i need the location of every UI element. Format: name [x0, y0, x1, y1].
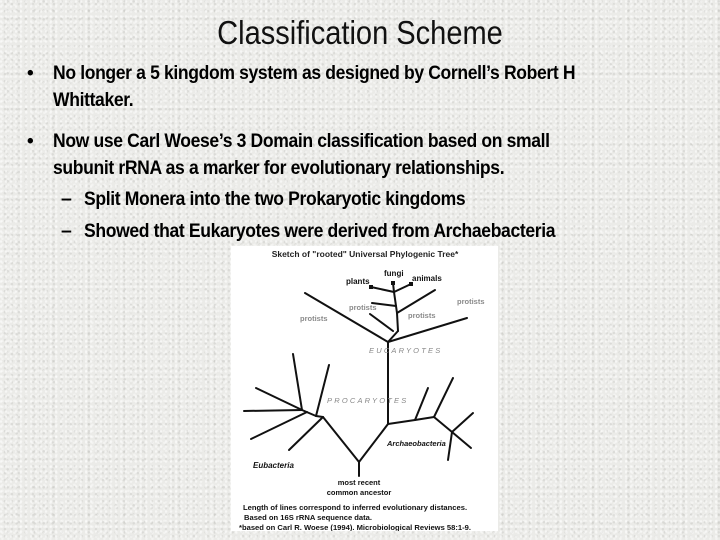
dash-glyph: –	[61, 220, 72, 242]
figure-title: Sketch of "rooted" Universal Phylogenic …	[272, 249, 459, 259]
label-protists-4: protists	[457, 297, 485, 306]
label-plants: plants	[346, 277, 370, 286]
label-protists-1: protists	[300, 314, 328, 323]
label-root-line-1: most recent	[338, 478, 381, 487]
dash-glyph: –	[61, 188, 72, 210]
bullet-1-line-2: Whittaker.	[53, 89, 134, 111]
bullet-dot: •	[27, 63, 34, 84]
bullet-2-line-1: Now use Carl Woese’s 3 Domain classifica…	[53, 130, 550, 152]
label-eucaryotes: EUCARYOTES	[369, 346, 442, 355]
label-protists-2: protists	[349, 303, 377, 312]
slide-title: Classification Scheme	[217, 14, 503, 51]
phylogenetic-tree-figure: Sketch of "rooted" Universal Phylogenic …	[231, 246, 498, 531]
tree-branches	[243, 282, 474, 477]
label-archaebacteria: Archaeobacteria	[386, 439, 446, 448]
sub-bullet-2: Showed that Eukaryotes were derived from…	[84, 220, 556, 242]
tree-diagram: Sketch of "rooted" Universal Phylogenic …	[239, 249, 485, 531]
label-protists-3: protists	[408, 311, 436, 320]
caption-line-1: Length of lines correspond to inferred e…	[243, 503, 467, 512]
bullet-2-line-2: subunit rRNA as a marker for evolutionar…	[53, 157, 505, 179]
label-eubacteria: Eubacteria	[253, 461, 294, 470]
bullet-1-line-1: No longer a 5 kingdom system as designed…	[53, 62, 576, 84]
caption-line-3: *based on Carl R. Woese (1994). Microbio…	[239, 523, 471, 531]
label-fungi: fungi	[384, 269, 404, 278]
caption-line-2: Based on 16S rRNA sequence data.	[244, 513, 372, 522]
terminal-nodes	[369, 281, 413, 289]
label-animals: animals	[412, 274, 442, 283]
sub-bullet-1: Split Monera into the two Prokaryotic ki…	[84, 188, 466, 210]
bullet-dot: •	[27, 131, 34, 152]
label-root-line-2: common ancestor	[327, 488, 392, 497]
sub-bullet-2-dash: –	[61, 218, 72, 245]
label-procaryotes: PROCARYOTES	[327, 396, 408, 405]
sub-bullet-1-dash: –	[61, 186, 72, 213]
